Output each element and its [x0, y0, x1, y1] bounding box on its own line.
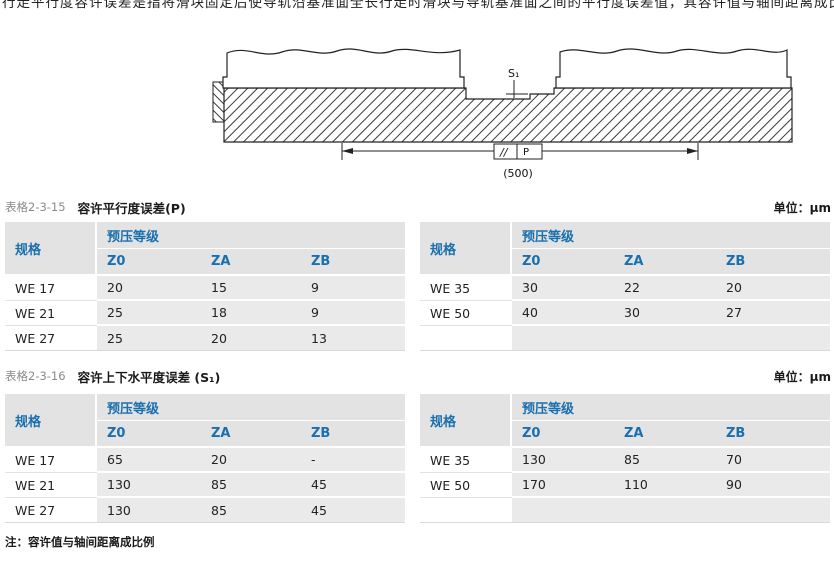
value-cell: 25 — [97, 326, 201, 351]
datum-letter: P — [523, 147, 529, 158]
value-cell: 130 — [97, 473, 201, 498]
value-cell-empty — [614, 326, 716, 351]
levelness-table-left: 规格 预压等级 Z0 ZA ZB WE 17 65 20 - WE 21 130… — [5, 394, 405, 523]
column-header-zb: ZB — [301, 421, 405, 448]
value-cell: 20 — [201, 448, 301, 473]
s1-label: S₁ — [508, 67, 519, 80]
value-cell: - — [301, 448, 405, 473]
value-cell: 30 — [614, 301, 716, 326]
left-rail — [222, 48, 465, 89]
value-cell: 130 — [97, 498, 201, 523]
dimension-500-label: (500) — [503, 167, 533, 180]
table2-title: 容许上下水平度误差 (S₁) — [77, 369, 221, 385]
spec-cell: WE 27 — [5, 498, 97, 523]
table2-unit-label: 单位：μm — [773, 369, 831, 384]
value-cell-empty — [614, 498, 716, 523]
value-cell: 40 — [512, 301, 614, 326]
table1-number: 表格2-3-15 — [5, 200, 66, 214]
column-header-zb: ZB — [716, 421, 830, 448]
value-cell: 20 — [201, 326, 301, 351]
preload-grade-header: 预压等级 — [97, 222, 405, 249]
value-cell-empty — [716, 326, 830, 351]
clipped-top-text: 行走平行度容许误差是指将滑块固定后使导轨沿基准面全长行走时滑块与导轨基准面之间的… — [2, 0, 834, 9]
spec-cell: WE 35 — [420, 448, 512, 473]
column-header-zb: ZB — [716, 249, 830, 276]
value-cell: 85 — [201, 473, 301, 498]
spec-cell: WE 50 — [420, 473, 512, 498]
value-cell: 30 — [512, 276, 614, 301]
column-header-zb: ZB — [301, 249, 405, 276]
spec-column-header: 规格 — [5, 222, 97, 276]
right-rail — [555, 48, 792, 89]
value-cell-empty — [716, 498, 830, 523]
value-cell: 18 — [201, 301, 301, 326]
spec-cell: WE 35 — [420, 276, 512, 301]
table1-unit-label: 单位：μm — [773, 200, 831, 215]
diagram-svg: S₁ // P (500) — [212, 48, 793, 180]
spec-cell-empty — [420, 498, 512, 523]
parallelism-symbol: // — [499, 146, 509, 159]
table2-caption: 表格2-3-16 容许上下水平度误差 (S₁) 单位：μm — [5, 366, 831, 386]
rail-parallelism-diagram: S₁ // P (500) — [212, 20, 804, 190]
value-cell: 22 — [614, 276, 716, 301]
spec-cell: WE 17 — [5, 448, 97, 473]
spec-cell: WE 21 — [5, 473, 97, 498]
value-cell: 130 — [512, 448, 614, 473]
spec-cell-empty — [420, 326, 512, 351]
feature-control-frame — [493, 143, 543, 160]
column-header-za: ZA — [201, 421, 301, 448]
levelness-table-right: 规格 预压等级 Z0 ZA ZB WE 35 130 85 70 WE 50 1… — [420, 394, 830, 523]
preload-grade-header: 预压等级 — [512, 222, 830, 249]
value-cell: 9 — [301, 301, 405, 326]
value-cell: 85 — [201, 498, 301, 523]
spec-cell: WE 17 — [5, 276, 97, 301]
clipped-top-text-content: 行走平行度容许误差是指将滑块固定后使导轨沿基准面全长行走时滑块与导轨基准面之间的… — [2, 0, 834, 9]
footnote: 注：容许值与轴间距离成比例 — [5, 535, 155, 549]
column-header-z0: Z0 — [97, 421, 201, 448]
spec-cell: WE 27 — [5, 326, 97, 351]
value-cell: 15 — [201, 276, 301, 301]
column-header-za: ZA — [201, 249, 301, 276]
table2-number: 表格2-3-16 — [5, 369, 66, 383]
value-cell: 85 — [614, 448, 716, 473]
value-cell: 90 — [716, 473, 830, 498]
preload-grade-header: 预压等级 — [512, 394, 830, 421]
column-header-z0: Z0 — [97, 249, 201, 276]
value-cell: 9 — [301, 276, 405, 301]
column-header-za: ZA — [614, 421, 716, 448]
value-cell: 25 — [97, 301, 201, 326]
parallelism-table-left: 规格 预压等级 Z0 ZA ZB WE 17 20 15 9 WE 21 25 … — [5, 222, 405, 351]
value-cell-empty — [512, 326, 614, 351]
base-block — [223, 87, 793, 143]
value-cell: 13 — [301, 326, 405, 351]
table1-caption: 表格2-3-15 容许平行度误差(P) 单位：μm — [5, 197, 831, 217]
column-header-z0: Z0 — [512, 249, 614, 276]
spec-column-header: 规格 — [420, 222, 512, 276]
column-header-z0: Z0 — [512, 421, 614, 448]
value-cell-empty — [512, 498, 614, 523]
spec-column-header: 规格 — [5, 394, 97, 448]
datum-block — [212, 81, 225, 123]
value-cell: 20 — [97, 276, 201, 301]
value-cell: 170 — [512, 473, 614, 498]
table1-title: 容许平行度误差(P) — [77, 200, 186, 216]
spec-column-header: 规格 — [420, 394, 512, 448]
spec-cell: WE 21 — [5, 301, 97, 326]
preload-grade-header: 预压等级 — [97, 394, 405, 421]
value-cell: 27 — [716, 301, 830, 326]
value-cell: 70 — [716, 448, 830, 473]
value-cell: 20 — [716, 276, 830, 301]
spec-cell: WE 50 — [420, 301, 512, 326]
value-cell: 45 — [301, 473, 405, 498]
parallelism-table-right: 规格 预压等级 Z0 ZA ZB WE 35 30 22 20 WE 50 40… — [420, 222, 830, 351]
value-cell: 65 — [97, 448, 201, 473]
value-cell: 110 — [614, 473, 716, 498]
value-cell: 45 — [301, 498, 405, 523]
column-header-za: ZA — [614, 249, 716, 276]
